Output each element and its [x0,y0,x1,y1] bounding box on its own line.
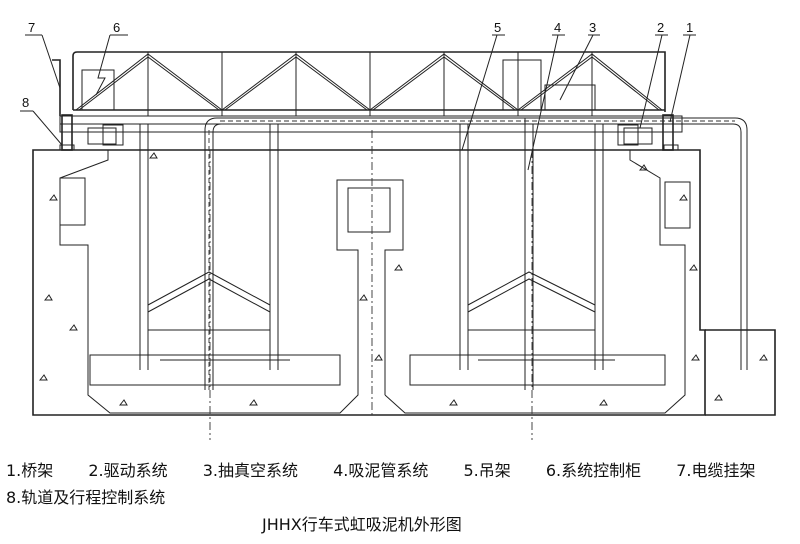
callout-6: 6 [113,20,120,35]
legend-item-4: 4.吸泥管系统 [333,461,429,480]
legend-item-6: 6.系统控制柜 [545,461,642,480]
callout-3: 3 [589,20,596,35]
legend-item-3: 3.抽真空系统 [202,461,299,480]
legend-item-2: 2.驱动系统 [88,461,168,480]
control-cabinet [81,69,115,111]
callout-4: 4 [554,20,561,35]
legend-item-5: 5.吊架 [463,461,511,480]
callouts: 7 6 5 4 3 2 1 8 [20,20,696,171]
legend-item-8: 8.轨道及行程控制系统 [6,488,166,507]
drive-units [52,59,679,151]
legend-item-7: 7.电缆挂架 [676,461,756,480]
drawing-title: JHHX行车式虹吸泥机外形图 [262,515,462,534]
bridge-truss [59,51,683,133]
legend-row-1: 1.桥架 2.驱动系统 3.抽真空系统 4.吸泥管系统 5.吊架 6.系统控制柜… [6,457,786,481]
callout-2: 2 [657,20,664,35]
callout-5: 5 [494,20,501,35]
concrete-tank [32,130,776,440]
vacuum-unit [502,59,542,111]
callout-1: 1 [686,20,693,35]
callout-8: 8 [22,95,29,110]
suction-pipes [89,117,748,390]
legend-item-1: 1.桥架 [6,461,54,480]
callout-7: 7 [28,20,35,35]
